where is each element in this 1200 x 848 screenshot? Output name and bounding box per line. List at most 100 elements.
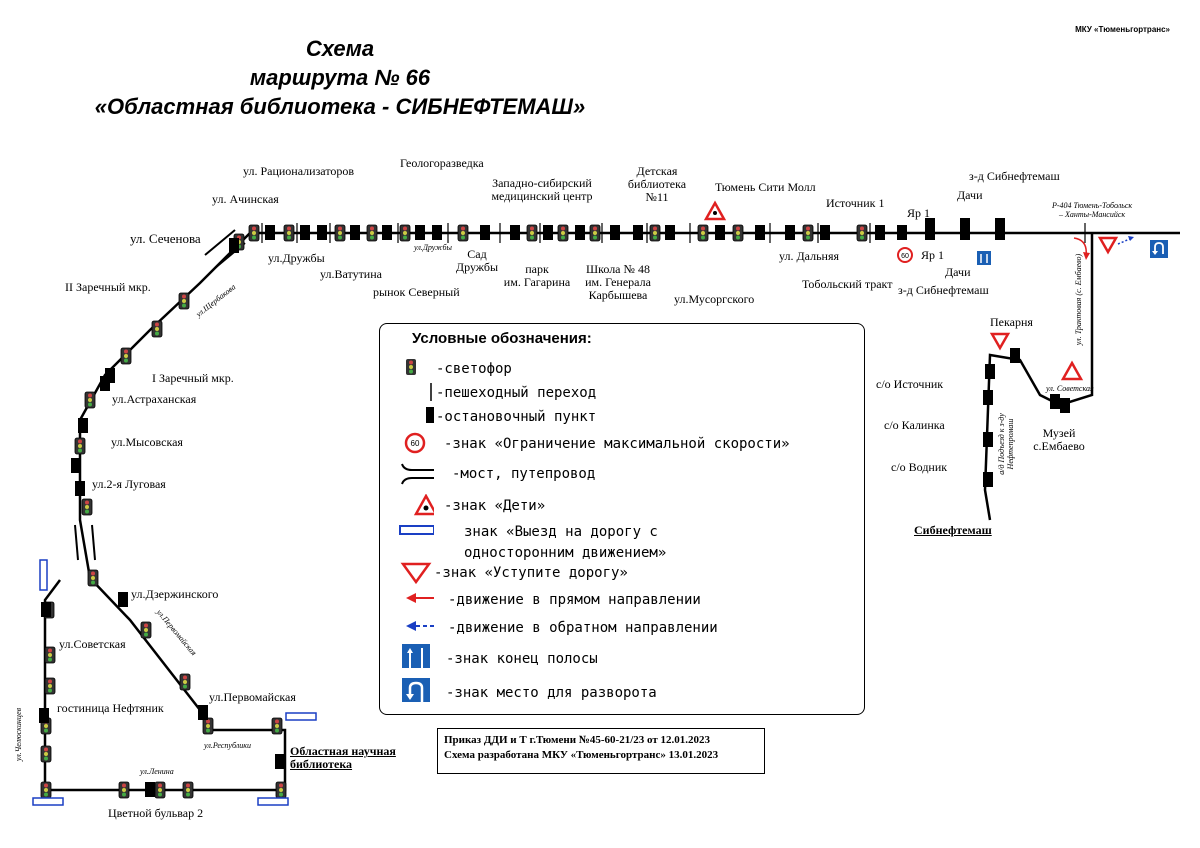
order-line-1: Приказ ДДИ и Т г.Тюмени №45-60-21/23 от … (444, 734, 711, 746)
traffic-light-icon (732, 224, 744, 242)
bus-stop-icon (432, 225, 442, 240)
stop-label-neftyanik: гостиница Нефтяник (57, 701, 164, 715)
lane-end-icon (977, 251, 991, 265)
traffic-light-icon (81, 498, 93, 516)
traffic-light-icon (140, 621, 152, 639)
traffic-light-icon (366, 224, 378, 242)
bus-stop-icon (897, 225, 907, 240)
bus-stop-icon (118, 592, 128, 607)
street-label-sovetskaya-small: ул. Советская (1046, 384, 1094, 393)
traffic-light-icon (182, 781, 194, 799)
bus-stop-icon (317, 225, 327, 240)
stop-label-zd-sib-bottom: з-д Сибнефтемаш (898, 283, 989, 297)
street-label-podezd: а/д Подъезд к з-ду Нефтепромаш (996, 413, 1015, 475)
traffic-light-icon (40, 781, 52, 799)
bus-stop-icon (925, 218, 935, 233)
bus-stop-icon (820, 225, 830, 240)
title-line-1: Схема (305, 36, 375, 61)
one-way-entry-icon (399, 525, 434, 535)
traffic-light-icon (271, 717, 283, 735)
bus-stop-icon (145, 782, 155, 797)
stop-label-rynok: рынок Северный (373, 285, 460, 299)
svg-text:60: 60 (411, 439, 420, 448)
stop-label-so-kalinka: с/о Калинка (884, 418, 945, 432)
bus-stop-icon (543, 225, 553, 240)
speed-limit-icon: 60 (404, 432, 426, 454)
street-label-respubliki: ул.Республики (204, 741, 252, 750)
traffic-light-icon (457, 224, 469, 242)
bus-stop-icon (983, 390, 993, 405)
stop-label-shkola48: Школа № 48 им. Генерала Карбышева (585, 262, 651, 302)
street-label-trassa: ул. Трактовая (с. Ембаево) (1074, 253, 1084, 346)
one-way-entry-icon (32, 559, 317, 806)
map-title: Схема маршрута № 66 «Областная библиотек… (40, 34, 640, 121)
stop-label-sad-druzhby: Сад Дружбы (455, 247, 499, 274)
bus-stop-icon (633, 225, 643, 240)
children-sign-icon (1060, 360, 1084, 381)
bus-stop-icon (78, 418, 88, 433)
traffic-light-icon (179, 673, 191, 691)
legend-title: Условные обозначения: (412, 330, 592, 347)
traffic-light-icon (406, 359, 416, 375)
organization-label: МКУ «Тюменьгортранс» (1075, 25, 1170, 34)
stop-label-dzerzhinskogo: ул.Дзержинского (131, 587, 219, 601)
traffic-light-icon (151, 320, 163, 338)
bus-stops (39, 218, 1070, 797)
backward-arrow-icon (406, 621, 434, 631)
bus-stop-icon (715, 225, 725, 240)
stop-label-mysovskaya: ул.Мысовская (111, 435, 183, 449)
stop-label-dachi-bottom: Дачи (945, 265, 971, 279)
children-sign-icon (703, 200, 727, 221)
stop-label-sechenova: ул. Сеченова (130, 231, 201, 246)
bus-stop-icon (350, 225, 360, 240)
bus-stop-icon (426, 407, 434, 423)
stop-label-yar1-top: Яр 1 (907, 206, 931, 220)
stop-label-lugovaya: ул.2-я Луговая (92, 477, 166, 491)
traffic-light-icon (856, 224, 868, 242)
stop-label-pekarnya: Пекарня (990, 315, 1033, 329)
u-turn-icon (1150, 240, 1168, 258)
bus-stop-icon (71, 458, 81, 473)
bus-stop-icon (382, 225, 392, 240)
yield-sign-icon (989, 332, 1011, 351)
traffic-light-icon (283, 224, 295, 242)
street-label-lenina: ул.Ленина (140, 767, 174, 776)
yield-sign-icon (1097, 236, 1119, 255)
bus-stop-icon (875, 225, 885, 240)
stop-label-zd-sib-top: з-д Сибнефтемаш (969, 169, 1060, 183)
bus-stop-icon (41, 602, 51, 617)
traffic-light-icon (557, 224, 569, 242)
bus-stop-icon (100, 376, 110, 391)
traffic-light-icon (120, 347, 132, 365)
stop-label-det-biblioteka: Детская библиотека №11 (627, 164, 687, 204)
bus-stop-icon (39, 708, 49, 723)
bus-stop-icon (105, 368, 115, 383)
traffic-light-icon (399, 224, 411, 242)
traffic-light-icon (697, 224, 709, 242)
speed-limit-sign-icon: 60 (897, 247, 913, 263)
traffic-light-icon (275, 781, 287, 799)
traffic-light-icon (87, 569, 99, 587)
lane-end-icon (402, 644, 430, 668)
bus-stop-icon (1060, 398, 1070, 413)
traffic-light-icon (649, 224, 661, 242)
bus-stop-icon (1010, 348, 1020, 363)
street-label-chelyuskintsev: ул.Челюскинцев (14, 707, 24, 762)
stop-label-vatutina: ул.Ватутина (320, 267, 382, 281)
stop-label-astrakhanskaya: ул.Астраханская (112, 392, 197, 406)
stop-label-zapsib: Западно-сибирский медицинский центр (491, 176, 593, 203)
stop-label-geologorazvedka: Геологоразведка (400, 156, 484, 170)
children-sign-icon (413, 494, 434, 516)
traffic-light-icon (84, 391, 96, 409)
stop-label-pervomayskaya: ул.Первомайская (209, 690, 296, 704)
stop-label-tsvetnoy: Цветной бульвар 2 (108, 806, 204, 820)
bus-stop-icon (300, 225, 310, 240)
stop-label-muzey: Музей с.Ембаево (1033, 426, 1085, 453)
stop-label-achinskaya: ул. Ачинская (212, 192, 279, 206)
bus-stop-icon (510, 225, 520, 240)
stop-label-park-gagarina: парк им. Гагарина (503, 262, 571, 289)
stop-label-zarechny2: II Заречный мкр. (65, 280, 151, 294)
title-line-3: «Областная библиотека - СИБНЕФТЕМАШ» (94, 94, 586, 119)
title-line-2: маршрута № 66 (249, 65, 431, 90)
bus-stop-icon (960, 218, 970, 233)
